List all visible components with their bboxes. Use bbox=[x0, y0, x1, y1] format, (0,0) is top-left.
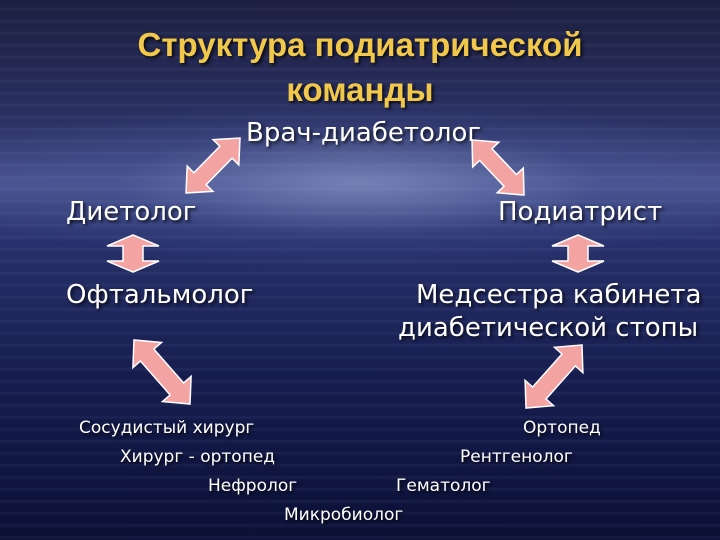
role-podiatrist: Подиатрист bbox=[498, 197, 663, 227]
role-nurse-line2: диабетической стопы bbox=[398, 313, 699, 343]
specialist-radiologist: Рентгенолог bbox=[460, 447, 573, 467]
role-diabetologist: Врач-диабетолог bbox=[246, 118, 482, 148]
specialist-orthopedic-surgeon: Хирург - ортопед bbox=[120, 447, 276, 467]
specialist-microbiologist: Микробиолог bbox=[284, 505, 404, 525]
arrow-diabetologist-podiatrist bbox=[471, 139, 525, 196]
arrow-dietitian-ophthalmologist bbox=[106, 234, 160, 273]
specialist-nephrologist: Нефролог bbox=[208, 476, 298, 496]
role-nurse-line1: Медсестра кабинета bbox=[416, 280, 702, 310]
role-dietitian: Диетолог bbox=[66, 197, 197, 227]
arrow-nurse-orthopedist bbox=[524, 344, 584, 409]
specialist-vascular-surgeon: Сосудистый хирург bbox=[79, 418, 255, 438]
arrow-podiatrist-nurse bbox=[551, 234, 605, 273]
role-ophthalmologist: Офтальмолог bbox=[66, 280, 254, 310]
arrow-ophthalmologist-vascular bbox=[132, 339, 192, 405]
arrow-dietitian-diabetologist bbox=[185, 137, 241, 194]
specialist-hematologist: Гематолог bbox=[396, 476, 491, 496]
specialist-orthopedist: Ортопед bbox=[523, 418, 601, 438]
slide-title-line1: Структура подиатрической bbox=[137, 26, 583, 63]
slide-title-line2: команды bbox=[286, 71, 434, 108]
